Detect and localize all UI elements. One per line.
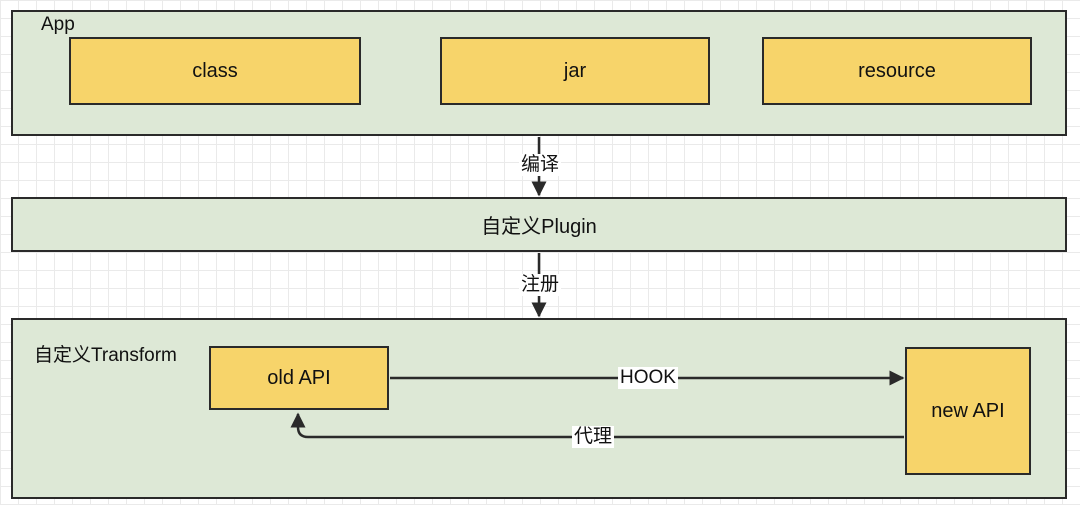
jar-node: jar [440, 37, 710, 105]
old-api-node: old API [209, 346, 389, 410]
class-node: class [69, 37, 361, 105]
resource-node: resource [762, 37, 1032, 105]
proxy-label: 代理 [571, 426, 615, 448]
app-label: App [41, 14, 75, 35]
new-api-node: new API [905, 347, 1031, 475]
plugin-bar: 自定义Plugin [11, 197, 1067, 252]
transform-container: 自定义Transform [11, 318, 1067, 499]
plugin-label: 自定义Plugin [481, 216, 597, 238]
hook-label: HOOK [618, 367, 678, 389]
compile-label: 编译 [518, 154, 562, 176]
transform-label: 自定义Transform [34, 345, 177, 366]
register-label: 注册 [518, 274, 562, 296]
